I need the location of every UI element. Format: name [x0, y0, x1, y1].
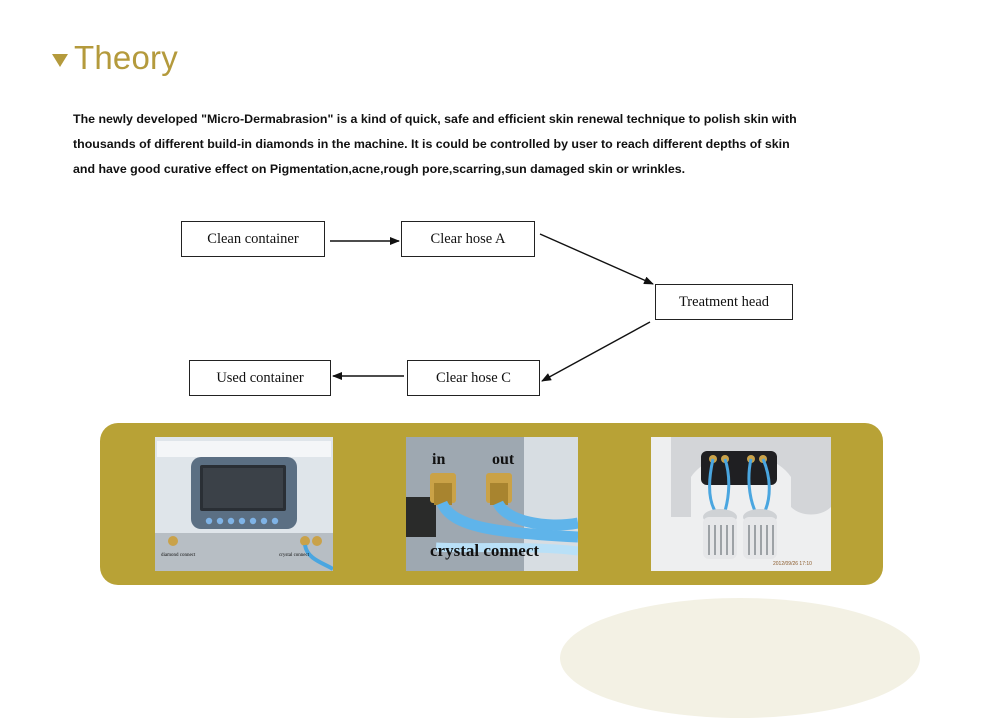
triangle-down-icon	[52, 53, 68, 67]
out-label: out	[492, 451, 515, 468]
paragraph-line-1: The newly developed "Micro-Dermabrasion"…	[73, 112, 797, 126]
clear-hose-c-box: Clear hose C	[407, 360, 540, 396]
photo-timestamp: 2012/09/26 17:10	[773, 561, 812, 567]
section-heading: Theory	[52, 38, 178, 78]
arrow-treatment-to-hose-c	[541, 321, 651, 382]
clear-hose-a-box: Clear hose A	[401, 221, 535, 257]
containers-photo: 2012/09/26 17:10	[651, 437, 831, 571]
diamond-connect-label: diamond connect	[161, 553, 196, 558]
treatment-head-box: Treatment head	[655, 284, 793, 320]
machine-screen-photo: diamond connect crystal connect	[155, 437, 333, 571]
heading-text: Theory	[74, 39, 178, 76]
crystal-connect-small-label: crystal connect	[279, 553, 310, 558]
used-container-box: Used container	[189, 360, 331, 396]
photo-panel: diamond connect crystal connect in out c…	[100, 423, 883, 585]
in-label: in	[432, 451, 446, 468]
arrow-hose-a-to-treatment	[539, 233, 654, 285]
description-paragraph: The newly developed "Micro-Dermabrasion"…	[73, 107, 923, 182]
crystal-connect-photo: in out crystal connect	[406, 437, 578, 571]
crystal-connect-caption: crystal connect	[430, 541, 540, 560]
background-arc	[560, 598, 920, 718]
clean-container-box: Clean container	[181, 221, 325, 257]
paragraph-line-2: thousands of different build-in diamonds…	[73, 137, 790, 151]
paragraph-line-3: and have good curative effect on Pigment…	[73, 162, 686, 176]
